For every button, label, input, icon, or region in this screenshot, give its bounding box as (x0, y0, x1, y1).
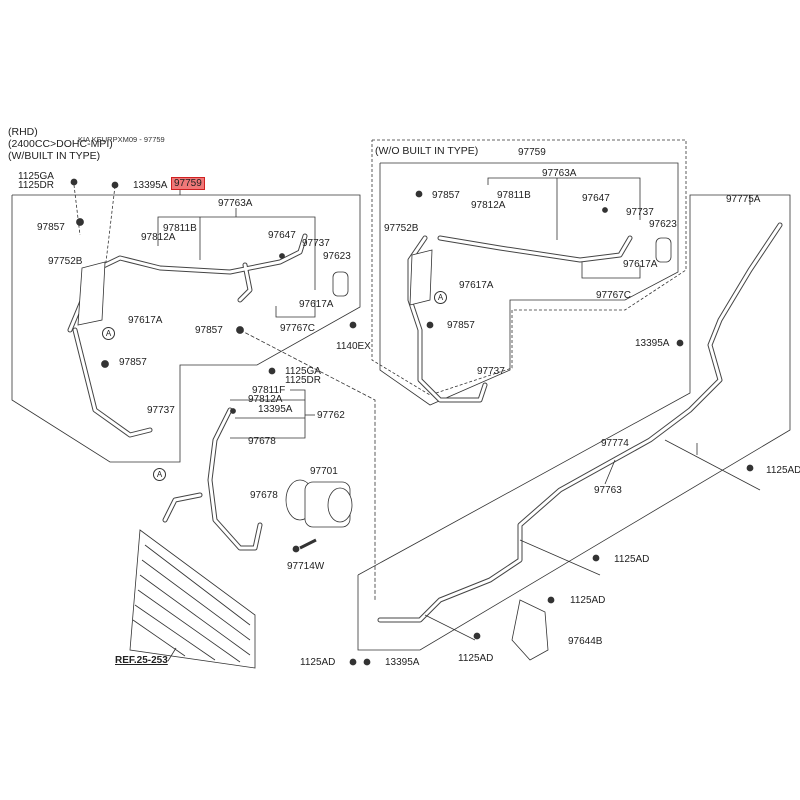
part-label[interactable]: 97617A (623, 259, 658, 270)
part-label[interactable]: 1125GA (285, 366, 321, 377)
part-label[interactable]: 97737 (477, 366, 505, 377)
part-label[interactable]: 97617A (299, 299, 334, 310)
part-label[interactable]: 97812A (471, 200, 506, 211)
connection-marker-a: A (102, 327, 115, 340)
part-label[interactable]: 1125GA (18, 171, 54, 182)
part-label[interactable]: 97857 (432, 190, 460, 201)
part-label[interactable]: 13395A (635, 338, 670, 349)
part-label[interactable]: 97857 (447, 320, 475, 331)
part-label[interactable]: 97811B (163, 223, 197, 234)
part-label[interactable]: 97767C (596, 290, 632, 301)
part-label[interactable]: 1140EX (336, 341, 371, 352)
header-line-2: (2400CC>DOHC-MPI) (8, 138, 113, 150)
compressor-drawing (285, 479, 353, 528)
part-label[interactable]: 97811B (497, 190, 531, 201)
part-label[interactable]: 97752B (384, 223, 419, 234)
part-label[interactable]: 97623 (323, 251, 351, 262)
part-label[interactable]: 97763A (218, 198, 253, 209)
part-label[interactable]: 97623 (649, 219, 677, 230)
part-label[interactable]: 1125AD (570, 595, 606, 606)
part-label[interactable]: 97701 (310, 466, 338, 477)
part-label[interactable]: 1125AD (300, 657, 336, 668)
part-label[interactable]: 97737 (147, 405, 175, 416)
part-label[interactable]: 97647 (268, 230, 296, 241)
reference-link[interactable]: REF.25-253 (115, 655, 168, 666)
part-label[interactable]: 97752B (48, 256, 83, 267)
part-label[interactable]: 97617A (128, 315, 163, 326)
part-label[interactable]: 1125DR (285, 375, 321, 386)
part-label[interactable]: 97812A (141, 232, 176, 243)
part-label[interactable]: 97759 (518, 147, 546, 158)
header-line-3: (W/BUILT IN TYPE) (8, 150, 101, 162)
part-label[interactable]: 1125AD (766, 465, 800, 476)
part-label[interactable]: 13395A (133, 180, 168, 191)
part-label[interactable]: 97767C (280, 323, 316, 334)
part-label[interactable]: 97775A (726, 194, 761, 205)
part-label[interactable]: 97811F (252, 385, 286, 396)
part-label[interactable]: 97737 (626, 207, 654, 218)
part-label[interactable]: 13395A (258, 404, 293, 415)
part-label[interactable]: 97812A (248, 394, 283, 405)
watermark: KIA KEURPXM09 - 97759 (78, 135, 165, 144)
inset-frame (371, 139, 687, 396)
part-label[interactable]: 97857 (195, 325, 223, 336)
connection-marker-a: A (434, 291, 447, 304)
part-label[interactable]: 97762 (317, 410, 345, 421)
inset-title: (W/O BUILT IN TYPE) (375, 145, 479, 157)
part-label[interactable]: 97774 (601, 438, 629, 449)
part-label[interactable]: 13395A (385, 657, 420, 668)
part-label[interactable]: 97737 (302, 238, 330, 249)
part-label[interactable]: 97714W (287, 561, 325, 572)
part-label[interactable]: 97644B (568, 636, 603, 647)
part-label[interactable]: 97678 (248, 436, 276, 447)
part-label[interactable]: 97763A (542, 168, 577, 179)
part-label[interactable]: 97857 (119, 357, 147, 368)
left-group-frame (11, 194, 361, 463)
highlighted-part-97759[interactable]: 97759 (171, 177, 205, 190)
part-label[interactable]: 97678 (250, 490, 278, 501)
part-label[interactable]: 1125DR (18, 180, 54, 191)
header-line-1: (RHD) (8, 126, 38, 138)
part-label[interactable]: 97857 (37, 222, 65, 233)
part-label[interactable]: 97647 (582, 193, 610, 204)
condenser-drawing (129, 529, 256, 669)
part-label[interactable]: 97763 (594, 485, 622, 496)
part-label[interactable]: 97617A (459, 280, 494, 291)
connection-marker-a: A (153, 468, 166, 481)
part-label[interactable]: 1125AD (458, 653, 494, 664)
part-label[interactable]: 1125AD (614, 554, 650, 565)
right-group-frame (357, 194, 791, 651)
